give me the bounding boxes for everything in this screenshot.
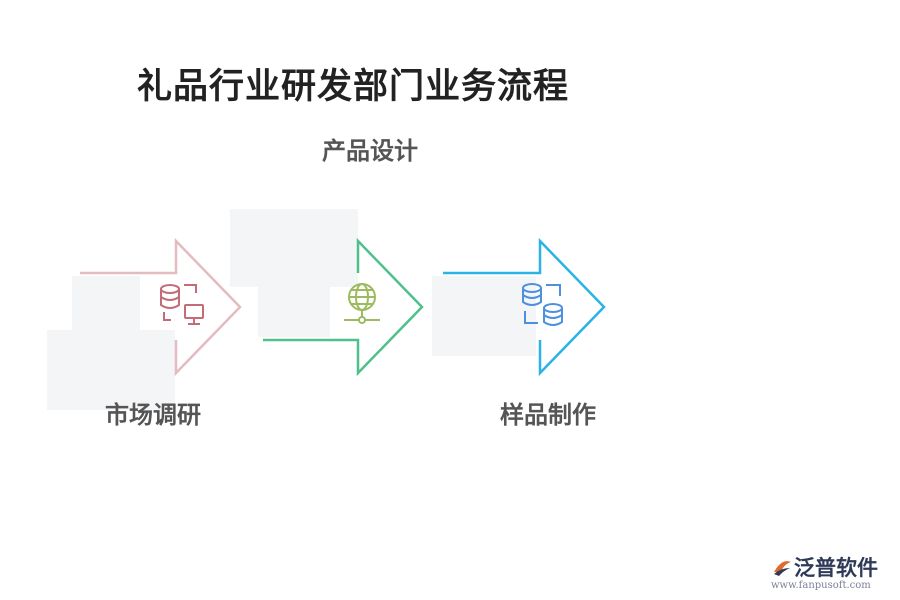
- bg-block: [230, 209, 358, 287]
- bg-block: [47, 330, 175, 410]
- bg-block: [72, 276, 140, 332]
- bg-block: [432, 276, 536, 356]
- database-monitor-icon: [160, 284, 204, 325]
- logo-mark-icon: [774, 561, 791, 576]
- step-3-arrow: [443, 237, 606, 377]
- logo-url: www.fanpusoft.com: [771, 580, 871, 591]
- step-1-label: 市场调研: [105, 401, 201, 429]
- step-1-arrow: [80, 237, 242, 377]
- step-3-label: 样品制作: [500, 401, 596, 429]
- database-sync-icon: [522, 283, 563, 326]
- globe-network-icon: [344, 283, 380, 324]
- page-title: 礼品行业研发部门业务流程: [137, 67, 570, 107]
- logo-name: 泛普软件: [794, 556, 878, 580]
- step-2-arrow: [263, 237, 424, 377]
- brand-logo: 泛普软件 www.fanpusoft.com: [768, 552, 893, 597]
- step-2-label: 产品设计: [322, 137, 418, 165]
- bg-block: [258, 285, 330, 337]
